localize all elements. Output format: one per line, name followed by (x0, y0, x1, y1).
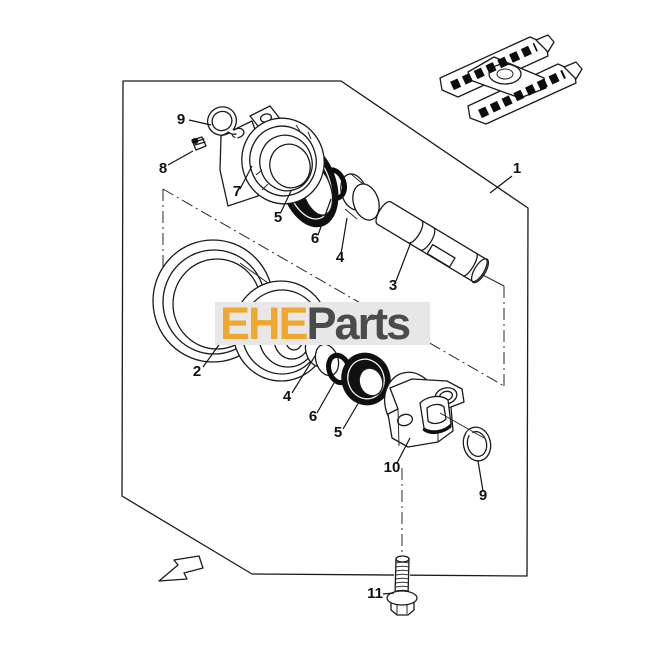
part-roller-shaft (375, 200, 490, 284)
part-plug (191, 136, 207, 151)
callout-4-lower: 4 (283, 355, 316, 405)
callout-label: 1 (513, 160, 521, 177)
part-collar-upper (340, 173, 380, 221)
watermark-brand-secondary: Parts (306, 298, 412, 349)
callout-label: 4 (283, 388, 292, 405)
callout-label: 11 (367, 585, 383, 602)
part-floating-seal-lower (341, 352, 391, 406)
callout-7: 7 (233, 165, 253, 200)
part-roller-bracket-left (219, 105, 325, 207)
callout-label: 8 (159, 160, 167, 177)
part-snap-ring-upper (206, 106, 240, 139)
callout-label: 10 (384, 459, 401, 476)
callout-8: 8 (159, 150, 194, 177)
callout-10: 10 (384, 437, 411, 476)
callout-1: 1 (489, 160, 521, 194)
callout-5-lower: 5 (334, 401, 360, 441)
watermark-brand-accent: EHE (220, 298, 309, 349)
callout-label: 9 (177, 111, 185, 128)
callout-3: 3 (389, 241, 412, 294)
callout-label: 2 (193, 363, 201, 380)
callout-label: 6 (311, 230, 319, 247)
assembly-boundary (121, 80, 529, 577)
callout-11: 11 (367, 585, 395, 602)
callout-label: 5 (274, 209, 282, 226)
callout-label: 6 (309, 408, 317, 425)
callout-2: 2 (193, 341, 222, 380)
callout-label: 4 (336, 249, 345, 266)
callout-4-upper: 4 (336, 217, 348, 266)
direction-arrow (158, 555, 204, 582)
callout-6-lower: 6 (309, 382, 335, 425)
callout-5-upper: 5 (274, 190, 292, 226)
callout-label: 7 (233, 183, 241, 200)
callout-9-lower: 9 (477, 460, 487, 504)
callout-label: 9 (479, 487, 487, 504)
callout-label: 5 (334, 424, 342, 441)
machine-locator-illustration (439, 34, 583, 125)
callout-6-upper: 6 (311, 198, 332, 247)
callout-9-upper: 9 (177, 111, 212, 128)
callout-label: 3 (389, 277, 397, 294)
section-plane-lines (162, 188, 505, 556)
part-roller-bracket-right (383, 371, 485, 448)
part-mounting-bolt (386, 555, 418, 616)
part-snap-ring-lower (462, 426, 492, 462)
